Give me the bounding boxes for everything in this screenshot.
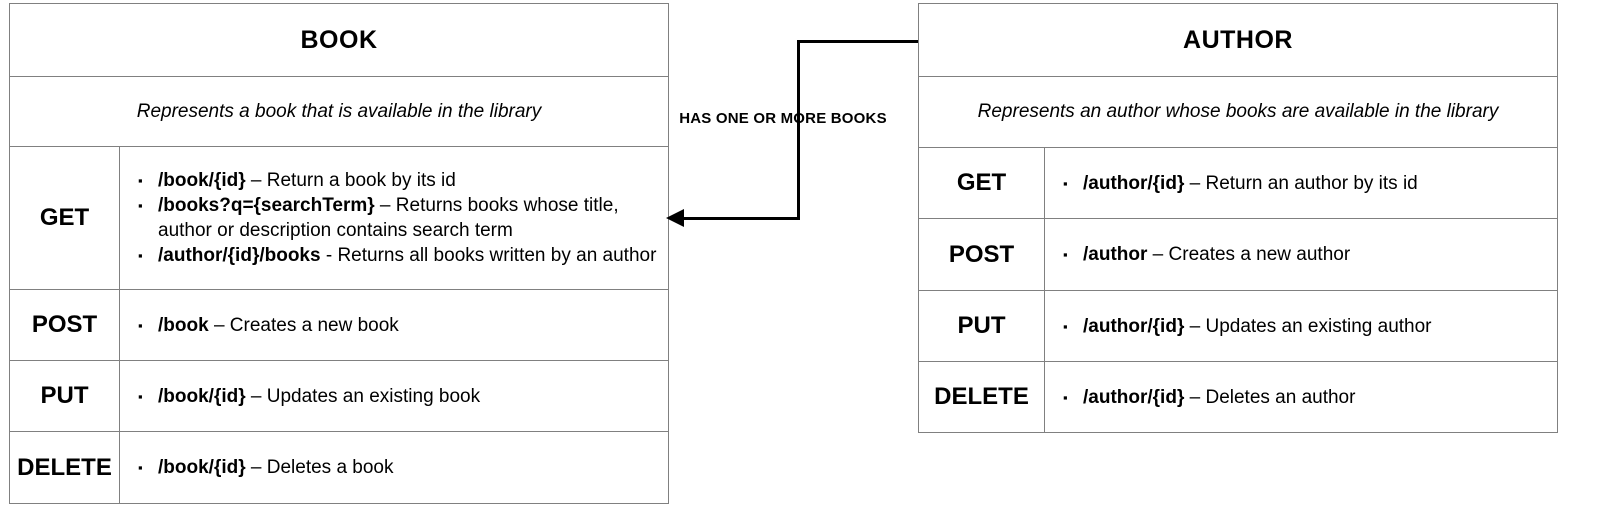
bullet-square-icon: ▪ xyxy=(138,173,143,188)
endpoint: /author xyxy=(1083,244,1148,265)
endpoint-description: – Deletes an author xyxy=(1184,386,1356,408)
endpoint-description: - Returns all books written by an author xyxy=(320,245,657,266)
book-get-path-1: ▪ /book/{id} – Return a book by its id xyxy=(136,168,658,193)
endpoint: /book/{id} xyxy=(158,385,246,407)
book-title: BOOK xyxy=(300,25,378,54)
endpoint: /books?q={searchTerm} xyxy=(158,195,375,216)
endpoint: /book/{id} xyxy=(158,457,246,478)
book-verb-post: POST xyxy=(10,290,120,360)
book-post-paths: ▪ /book – Creates a new book xyxy=(120,290,668,360)
author-post-paths: ▪ /author – Creates a new author xyxy=(1045,219,1557,290)
endpoint: /author/{id} xyxy=(1083,315,1185,337)
arrowhead-icon xyxy=(666,209,684,227)
endpoint: /author/{id} xyxy=(1083,172,1185,194)
book-title-row: BOOK xyxy=(10,4,668,76)
book-description: Represents a book that is available in t… xyxy=(136,100,542,122)
book-put-paths: ▪ /book/{id} – Updates an existing book xyxy=(120,361,668,431)
author-title-row: AUTHOR xyxy=(919,4,1557,76)
author-verb-put: PUT xyxy=(919,291,1045,361)
endpoint-description: – Returns books whose title, author or d… xyxy=(158,195,619,241)
book-put-path-1: ▪ /book/{id} – Updates an existing book xyxy=(136,384,658,409)
connector-segment-bottom xyxy=(682,217,800,220)
book-delete-paths: ▪ /book/{id} – Deletes a book xyxy=(120,432,668,503)
book-method-row-delete: DELETE ▪ /book/{id} – Deletes a book xyxy=(10,431,668,503)
author-method-row-get: GET ▪ /author/{id} – Return an author by … xyxy=(919,147,1557,218)
author-entity-table: AUTHOR Represents an author whose books … xyxy=(918,3,1558,433)
endpoint: /book xyxy=(158,314,209,336)
author-delete-paths: ▪ /author/{id} – Deletes an author xyxy=(1045,362,1557,432)
bullet-square-icon: ▪ xyxy=(138,248,143,263)
bullet-square-icon: ▪ xyxy=(1063,175,1068,191)
book-verb-put: PUT xyxy=(10,361,120,431)
bullet-square-icon: ▪ xyxy=(138,460,143,475)
bullet-square-icon: ▪ xyxy=(1063,389,1068,405)
endpoint: /author/{id} xyxy=(1083,386,1185,408)
book-method-row-get: GET ▪ /book/{id} – Return a book by its i… xyxy=(10,146,668,289)
book-delete-path-1: ▪ /book/{id} – Deletes a book xyxy=(136,455,658,480)
author-put-path-1: ▪ /author/{id} – Updates an existing auth… xyxy=(1061,314,1547,339)
book-method-row-put: PUT ▪ /book/{id} – Updates an existing bo… xyxy=(10,360,668,431)
author-title: AUTHOR xyxy=(1183,25,1293,54)
author-description: Represents an author whose books are ava… xyxy=(977,101,1499,122)
endpoint-description: – Creates a new book xyxy=(208,314,399,336)
endpoint-description: – Updates an existing author xyxy=(1184,315,1432,337)
author-method-row-delete: DELETE ▪ /author/{id} – Deletes an author xyxy=(919,361,1557,432)
bullet-square-icon: ▪ xyxy=(1063,247,1068,262)
author-put-paths: ▪ /author/{id} – Updates an existing auth… xyxy=(1045,291,1557,361)
author-delete-path-1: ▪ /author/{id} – Deletes an author xyxy=(1061,385,1547,410)
endpoint-description: – Deletes a book xyxy=(245,457,394,478)
bullet-square-icon: ▪ xyxy=(1063,318,1068,334)
endpoint-description: – Updates an existing book xyxy=(245,385,481,407)
author-method-row-post: POST ▪ /author – Creates a new author xyxy=(919,218,1557,290)
author-get-paths: ▪ /author/{id} – Return an author by its … xyxy=(1045,148,1557,218)
connector-segment-top xyxy=(797,40,919,43)
book-entity-table: BOOK Represents a book that is available… xyxy=(9,3,669,504)
book-verb-delete: DELETE xyxy=(10,432,120,503)
author-post-path-1: ▪ /author – Creates a new author xyxy=(1061,242,1547,267)
author-verb-delete: DELETE xyxy=(919,362,1045,432)
endpoint-description: – Return an author by its id xyxy=(1184,172,1418,194)
relationship-label: HAS ONE OR MORE BOOKS xyxy=(679,110,887,127)
book-method-row-post: POST ▪ /book – Creates a new book xyxy=(10,289,668,360)
endpoint-description: – Return a book by its id xyxy=(245,170,456,191)
endpoint: /book/{id} xyxy=(158,170,246,191)
endpoint: /author/{id}/books xyxy=(158,245,321,266)
author-description-row: Represents an author whose books are ava… xyxy=(919,76,1557,147)
bullet-square-icon: ▪ xyxy=(138,388,143,404)
book-get-paths: ▪ /book/{id} – Return a book by its id ▪ /… xyxy=(120,147,668,289)
author-verb-get: GET xyxy=(919,148,1045,218)
author-get-path-1: ▪ /author/{id} – Return an author by its … xyxy=(1061,171,1547,196)
endpoint-description: – Creates a new author xyxy=(1147,244,1351,265)
author-verb-post: POST xyxy=(919,219,1045,290)
bullet-square-icon: ▪ xyxy=(138,317,143,333)
book-get-path-3: ▪ /author/{id}/books - Returns all books … xyxy=(136,243,658,268)
book-get-path-2: ▪ /books?q={searchTerm} – Returns books w… xyxy=(136,193,658,243)
book-description-row: Represents a book that is available in t… xyxy=(10,76,668,146)
book-verb-get: GET xyxy=(10,147,120,289)
book-post-path-1: ▪ /book – Creates a new book xyxy=(136,313,658,338)
author-method-row-put: PUT ▪ /author/{id} – Updates an existing … xyxy=(919,290,1557,361)
bullet-square-icon: ▪ xyxy=(138,198,143,213)
connector-segment-vertical xyxy=(797,40,800,220)
